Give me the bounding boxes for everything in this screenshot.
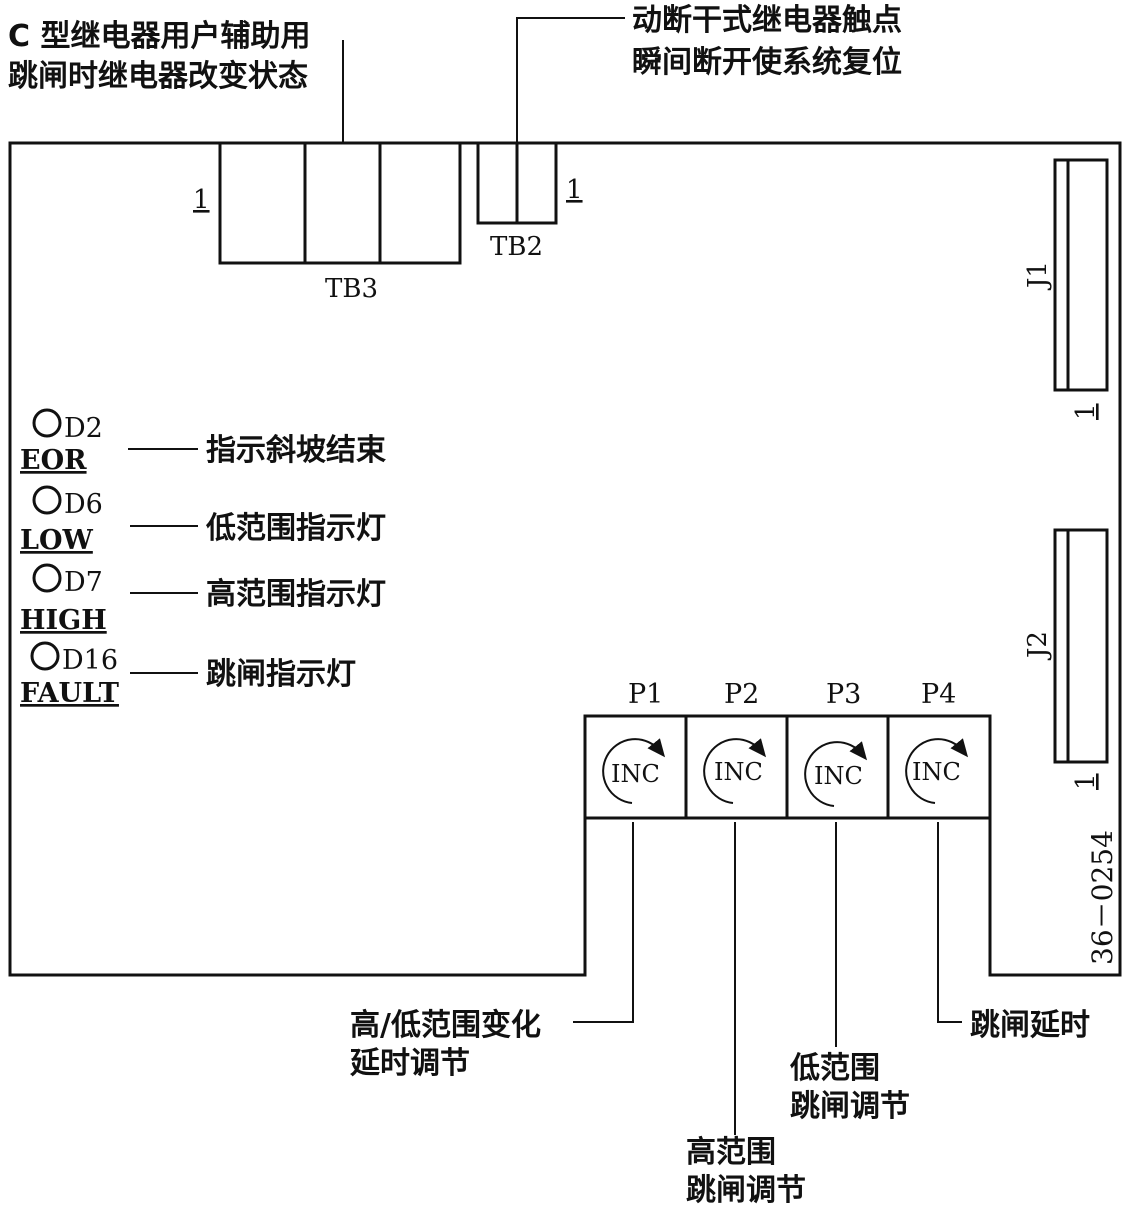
led-d16-icon [30,641,60,671]
high-description: 高范围指示灯 [206,577,386,612]
tb2-label: TB2 [490,232,543,262]
p1-description-line1: 高/低范围变化 [350,1008,541,1043]
pot-p4-inc-text: INC [912,758,961,786]
low-description: 低范围指示灯 [205,511,386,546]
led-d6: D6 LOW [20,485,103,556]
led-d6-icon [32,485,62,515]
pot-block [583,714,992,820]
board-outline [8,141,1122,977]
led-d6-name: LOW [20,525,94,556]
pot-p2: INC [703,738,767,804]
tb2-terminal-block [476,141,558,225]
pot-p1-inc-text: INC [611,760,660,788]
p2-description-line2: 跳闸调节 [686,1173,806,1208]
led-d7-icon [32,563,62,593]
fault-description: 跳闸指示灯 [206,657,356,692]
j1-pin1-label: 1 [1071,403,1101,420]
tb2-callout-line2: 瞬间断开使系统复位 [632,45,902,80]
pot-p3: INC [804,741,868,807]
led-d2-icon [32,408,62,438]
p4-description: 跳闸延时 [970,1008,1090,1043]
pot-p4-label: P4 [921,679,956,710]
led-d7-id: D7 [64,567,103,598]
tb3-callout-line1: C 型继电器用户辅助用 [8,19,310,54]
pot-p1-label: P1 [628,679,663,710]
pot-p2-label: P2 [724,679,759,710]
p3-description-line1: 低范围 [789,1051,880,1086]
j2-label: J2 [1023,631,1053,661]
led-d16-name: FAULT [20,678,119,709]
tb2-callout-line1: 动断干式继电器触点 [632,3,902,38]
p1-leader-line [573,822,634,1023]
pot-p1: INC [602,738,666,804]
pot-p4-rotate-icon [905,738,969,804]
tb2-pin1-label: 1 [566,175,583,205]
led-d7: D7 HIGH [20,563,107,636]
tb3-pin1-label: 1 [193,185,210,215]
j1-label: J1 [1023,261,1053,291]
j2-pin1-label: 1 [1071,773,1101,790]
led-d16-id: D16 [62,645,118,676]
pot-p4: INC [905,738,969,804]
pot-p3-inc-text: INC [814,762,863,790]
part-number: 36－0254 [1086,830,1119,965]
tb3-label: TB3 [325,274,378,304]
tb3-terminal-block [218,141,462,265]
led-d2-id: D2 [64,413,103,444]
pot-p3-rotate-icon [804,741,868,807]
eor-description: 指示斜坡结束 [206,433,386,468]
p4-leader-line [937,822,962,1023]
j2-connector [1053,528,1109,764]
pot-p2-inc-text: INC [714,758,763,786]
j1-connector [1053,158,1109,392]
p3-description-line2: 跳闸调节 [790,1089,910,1124]
pot-p1-rotate-icon [602,738,666,804]
pot-p2-rotate-icon [703,738,767,804]
led-d6-id: D6 [64,489,103,520]
tb3-callout-line2: 跳闸时继电器改变状态 [8,59,308,94]
led-d16: D16 FAULT [20,641,119,709]
p1-description-line2: 延时调节 [349,1046,470,1081]
p2-description-line1: 高范围 [686,1135,776,1170]
led-d7-name: HIGH [20,605,107,636]
tb2-leader-line [516,17,625,143]
led-d2: D2 EOR [20,408,103,476]
pot-p3-label: P3 [826,679,861,710]
led-d2-name: EOR [20,445,87,476]
